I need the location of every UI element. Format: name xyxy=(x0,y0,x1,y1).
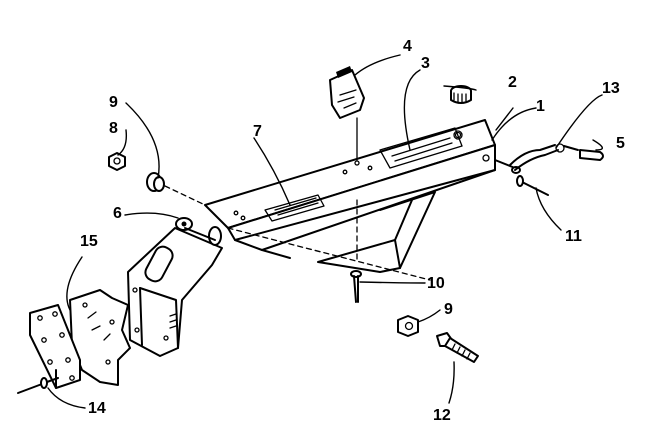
callout-2: 2 xyxy=(508,74,517,91)
callout-labels: 1 2 3 4 5 6 7 8 9 9 10 11 12 13 14 15 xyxy=(80,38,625,424)
callout-7: 7 xyxy=(253,123,262,140)
washer-9-lower xyxy=(397,315,419,337)
callout-9-lower: 9 xyxy=(444,301,453,318)
washer-9-top xyxy=(146,172,165,192)
callout-1: 1 xyxy=(536,98,545,115)
callout-12: 12 xyxy=(433,407,451,424)
hinge-bracket xyxy=(127,217,223,357)
bolt-12 xyxy=(436,332,479,363)
clip-5 xyxy=(579,149,604,161)
callout-6: 6 xyxy=(113,205,122,222)
back-plate xyxy=(29,304,81,389)
callout-13: 13 xyxy=(602,80,620,97)
pin-11 xyxy=(494,159,549,196)
callout-11: 11 xyxy=(565,228,582,245)
mounting-plate xyxy=(204,119,496,281)
lanyard-13 xyxy=(509,143,579,171)
callout-5: 5 xyxy=(616,135,625,152)
pin-10 xyxy=(350,270,362,303)
rivet-14 xyxy=(17,377,59,394)
callout-14: 14 xyxy=(88,400,106,417)
leader-lines xyxy=(47,54,603,409)
callout-8: 8 xyxy=(109,120,118,137)
callout-3: 3 xyxy=(421,55,430,72)
callout-9-top: 9 xyxy=(109,94,118,111)
callout-4: 4 xyxy=(403,38,412,55)
tag-4 xyxy=(329,66,365,161)
nut-8 xyxy=(108,152,126,171)
callout-15: 15 xyxy=(80,233,98,250)
callout-10: 10 xyxy=(427,275,445,292)
